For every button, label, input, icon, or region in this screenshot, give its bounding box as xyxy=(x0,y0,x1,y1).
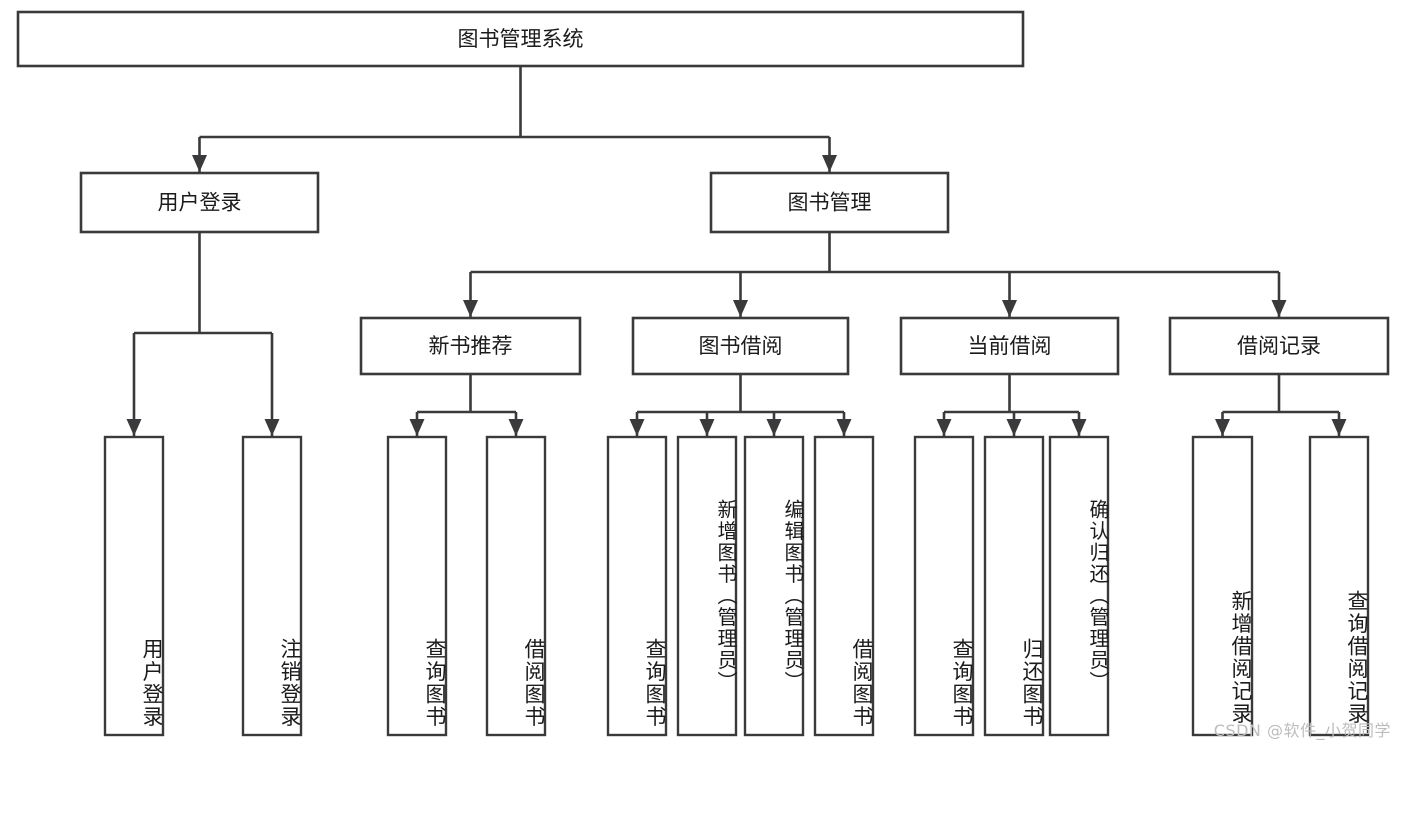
node-leaf-add-record[interactable] xyxy=(1191,435,1254,737)
node-root[interactable] xyxy=(16,10,1025,68)
node-leaf-add-book[interactable] xyxy=(676,435,738,737)
node-root-label: 图书管理系统 xyxy=(458,27,584,51)
node-new-book-recommend[interactable] xyxy=(359,316,582,376)
arrow-head-icon xyxy=(766,419,782,436)
arrow-head-icon xyxy=(463,300,478,317)
node-leaf-query-book-1[interactable] xyxy=(386,435,448,737)
arrow-head-icon xyxy=(1271,300,1287,317)
node-leaf-query-book-3[interactable] xyxy=(913,435,975,737)
csdn-watermark: CSDN @软件_小贺同学 xyxy=(1213,721,1391,740)
arrow-head-icon xyxy=(1002,300,1017,317)
arrow-head-icon xyxy=(936,419,952,436)
node-current-borrow-label: 当前借阅 xyxy=(968,334,1052,358)
node-book-borrow-label: 图书借阅 xyxy=(699,334,783,358)
arrow-head-icon xyxy=(1331,419,1347,436)
node-book-borrow[interactable] xyxy=(631,316,850,376)
node-leaf-user-login[interactable] xyxy=(103,435,165,737)
arrow-head-icon xyxy=(1071,419,1087,436)
flowchart-canvas: 图书管理系统用户登录图书管理新书推荐图书借阅当前借阅借阅记录 用户登录注销登录查… xyxy=(16,10,1391,740)
node-new-book-recommend-label: 新书推荐 xyxy=(429,334,513,358)
node-leaf-confirm-return[interactable] xyxy=(1048,435,1110,737)
node-user-login-label: 用户登录 xyxy=(158,191,242,215)
node-leaf-logout[interactable] xyxy=(241,435,303,737)
arrow-head-icon xyxy=(126,419,142,436)
arrow-head-icon xyxy=(629,419,645,436)
arrow-head-icon xyxy=(822,155,837,172)
arrow-head-icon xyxy=(192,155,207,172)
arrow-head-icon xyxy=(409,419,425,436)
connector-lines xyxy=(126,66,1347,436)
arrow-head-icon xyxy=(836,419,852,436)
node-book-management[interactable] xyxy=(709,171,950,234)
arrow-head-icon xyxy=(699,419,715,436)
node-leaf-edit-book[interactable] xyxy=(743,435,805,737)
node-leaf-query-record[interactable] xyxy=(1308,435,1370,737)
node-book-management-label: 图书管理 xyxy=(788,191,872,215)
arrow-head-icon xyxy=(1006,419,1022,436)
arrow-head-icon xyxy=(1215,419,1230,436)
node-leaf-borrow-book-1[interactable] xyxy=(485,435,547,737)
arrow-head-icon xyxy=(264,419,280,436)
node-leaf-borrow-book-2[interactable] xyxy=(813,435,875,737)
node-leaf-return-book[interactable] xyxy=(983,435,1045,737)
arrow-head-icon xyxy=(733,300,748,317)
node-borrow-record-label: 借阅记录 xyxy=(1237,334,1321,358)
node-borrow-record[interactable] xyxy=(1168,316,1390,376)
node-leaf-query-book-2[interactable] xyxy=(606,435,668,737)
node-current-borrow[interactable] xyxy=(899,316,1120,376)
arrow-head-icon xyxy=(508,419,524,436)
node-user-login[interactable] xyxy=(79,171,320,234)
